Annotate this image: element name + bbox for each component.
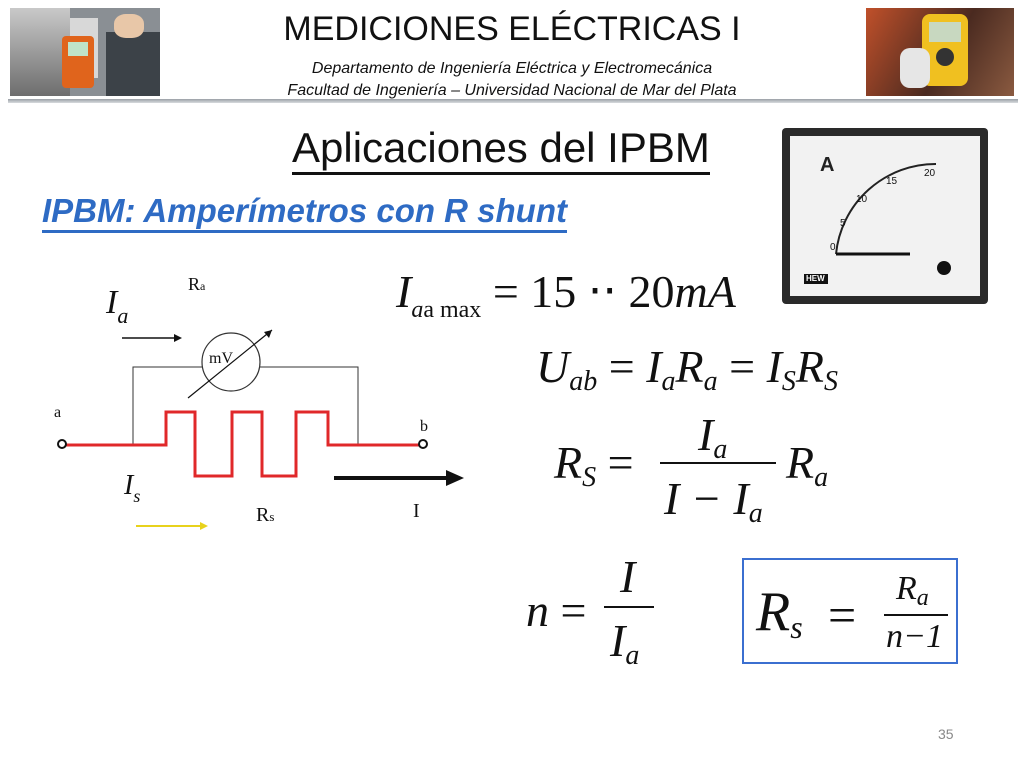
terminal-b-label: b bbox=[420, 418, 428, 435]
terminal-a-label: a bbox=[54, 404, 62, 421]
shunt-circuit-diagram bbox=[57, 329, 464, 530]
ammeter-brand: HEW bbox=[806, 274, 825, 283]
is-label: Is bbox=[124, 470, 141, 506]
ammeter-face bbox=[790, 136, 980, 296]
zero-adjust-screw bbox=[937, 261, 951, 275]
department-line: Departamento de Ingeniería Eléctrica y E… bbox=[311, 60, 713, 77]
millivoltmeter bbox=[201, 332, 261, 392]
header-divider bbox=[8, 99, 1018, 103]
scale-label-5: 5 bbox=[840, 218, 846, 229]
ia-label: Ia bbox=[106, 284, 129, 328]
scale-label-0: 0 bbox=[830, 242, 836, 253]
rs-label: Rs bbox=[256, 504, 275, 526]
fraction-bar bbox=[660, 462, 776, 464]
ammeter-scale-arc bbox=[835, 162, 937, 255]
meter-lead-right bbox=[260, 366, 359, 445]
meter-pointer-arrow bbox=[187, 329, 273, 399]
scale-label-15: 15 bbox=[886, 176, 898, 187]
slide-title: Aplicaciones del IPBM bbox=[292, 124, 710, 175]
fraction-bar bbox=[884, 614, 948, 616]
equation-uab: Uab = IaRa = ISRS bbox=[536, 341, 839, 397]
course-title: MEDICIONES ELÉCTRICAS I bbox=[283, 10, 741, 48]
slide-subtitle: IPBM: Amperímetros con R shunt bbox=[42, 192, 567, 233]
header-photo-right bbox=[866, 8, 1014, 96]
page-number: 35 bbox=[938, 726, 954, 742]
i-label: I bbox=[413, 500, 420, 522]
header-photo-left bbox=[10, 8, 160, 96]
terminal-b bbox=[418, 439, 428, 449]
terminal-a bbox=[57, 439, 67, 449]
scale-label-20: 20 bbox=[924, 168, 936, 179]
ra-label: Ra bbox=[188, 274, 206, 294]
fraction-bar bbox=[604, 606, 654, 608]
equation-iamax: Iaa max = 15 ⋅⋅ 20mA bbox=[396, 266, 736, 323]
ammeter-photo: A 0 5 10 15 20 HEW bbox=[782, 128, 988, 304]
result-box bbox=[742, 558, 958, 664]
ammeter-unit-label: A bbox=[820, 154, 835, 176]
shunt-resistor bbox=[66, 410, 420, 478]
faculty-line: Facultad de Ingeniería – Universidad Nac… bbox=[287, 82, 737, 99]
scale-label-10: 10 bbox=[856, 194, 868, 205]
meter-label: mV bbox=[209, 350, 233, 367]
meter-lead-left bbox=[132, 366, 202, 445]
